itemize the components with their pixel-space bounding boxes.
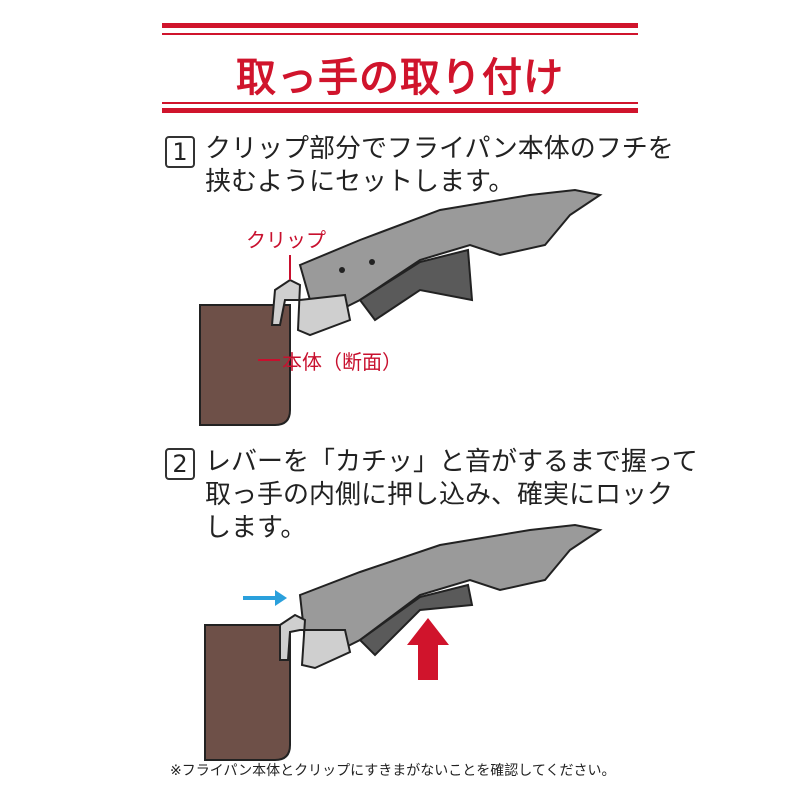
top-rule-thin [162, 33, 638, 35]
step-1-illustration [199, 188, 603, 426]
footnote: ※フライパン本体とクリップにすきまがないことを確認してください。 [170, 763, 616, 779]
step-2-line: レバーを「カチッ」と音がするまで握って [205, 447, 698, 477]
clip [270, 278, 352, 337]
step-1-line: クリップ部分でフライパン本体のフチを [205, 134, 674, 164]
bottom-rule-thin [162, 102, 638, 104]
step-1-line: 挟むようにセットします。 [205, 167, 515, 197]
step-number-2: 2 [165, 448, 195, 480]
body-label: 本体（断面） [282, 350, 402, 374]
page-title: 取っ手の取り付け [236, 55, 564, 101]
step-1-text: クリップ部分でフライパン本体のフチを 挟むようにセットします。 [205, 133, 674, 199]
pan-body-section [204, 624, 291, 761]
clip [279, 613, 352, 670]
step-2-line: します。 [205, 513, 307, 543]
lever [358, 248, 474, 322]
clip-label: クリップ [246, 228, 326, 252]
pan-body-section [199, 304, 291, 426]
arrow-up-icon [407, 618, 449, 680]
step-2-line: 取っ手の内側に押し込み、確実にロック [205, 480, 674, 510]
step-number-1: 1 [165, 136, 195, 168]
arrow-right-icon [243, 590, 287, 606]
bottom-rule-thick [162, 108, 638, 113]
lever [358, 583, 474, 657]
top-rule-thick [162, 23, 638, 28]
step-2-illustration [204, 523, 603, 761]
step-2-text: レバーを「カチッ」と音がするまで握って 取っ手の内側に押し込み、確実にロック し… [205, 446, 698, 545]
